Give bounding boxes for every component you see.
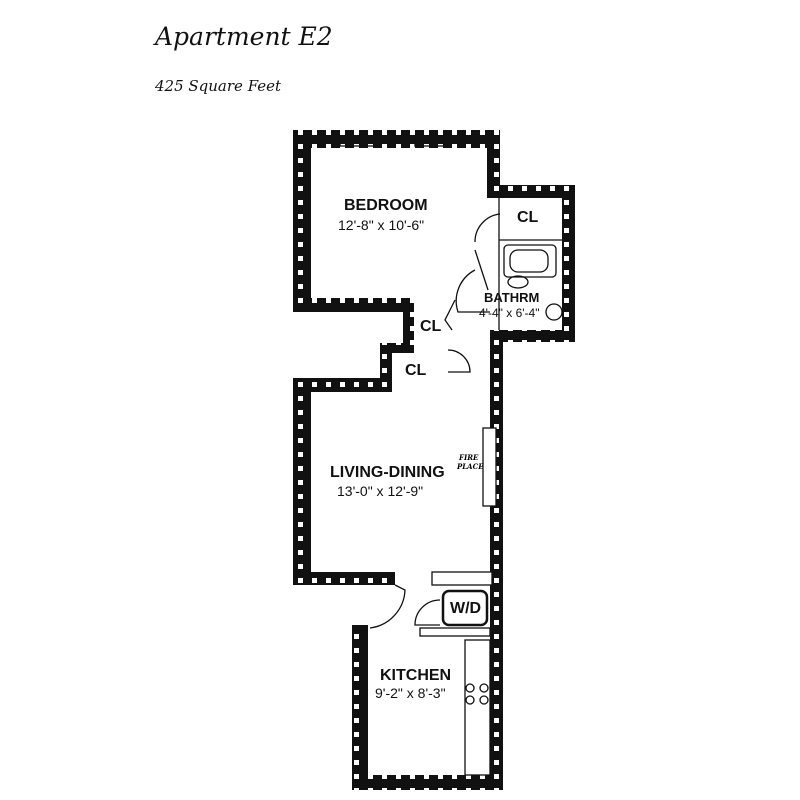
bathroom-dimensions: 4'-4" x 6'-4": [479, 306, 539, 320]
bathtub: [503, 244, 557, 278]
kitchen-dimensions: 9'-2" x 8'-3": [375, 685, 446, 701]
toilet: [507, 275, 529, 289]
bedroom-closet-door-swing: [474, 213, 501, 243]
sink: [545, 303, 563, 321]
page-title: Apartment E2: [155, 22, 333, 51]
fireplace: [482, 427, 497, 507]
living-dining-dimensions: 13'-0" x 12'-9": [337, 483, 423, 499]
bedroom-label: BEDROOM: [344, 197, 428, 214]
kitchen-counter: [464, 639, 491, 776]
stove-burner: [465, 695, 475, 705]
fireplace-label-line2: PLACE: [456, 462, 484, 471]
fixtures: [339, 135, 563, 776]
square-footage: 425 Square Feet: [155, 77, 282, 95]
stove-burner: [479, 695, 489, 705]
wd-door-swing: [414, 599, 441, 626]
washer-dryer: [441, 589, 489, 627]
bedroom-dimensions: 12'-8" x 10'-6": [338, 217, 424, 233]
walls: [293, 130, 575, 790]
kitchen-door-swing: [369, 584, 406, 629]
washer-dryer-label: W/D: [450, 600, 481, 617]
living-dining-label: LIVING-DINING: [330, 464, 445, 481]
fireplace-label-line1: FIRE: [458, 453, 479, 462]
living-closet-door-swing: [447, 349, 471, 373]
bedroom-closet-label: CL: [517, 209, 539, 226]
stove-burner: [465, 683, 475, 693]
living-closet-label: CL: [405, 362, 427, 379]
bathroom-door-swing: [455, 269, 490, 313]
kitchen-label: KITCHEN: [380, 667, 451, 684]
bathroom-label: BATHRM: [484, 290, 539, 305]
stove-burner: [479, 683, 489, 693]
hall-closet-label: CL: [420, 318, 442, 335]
